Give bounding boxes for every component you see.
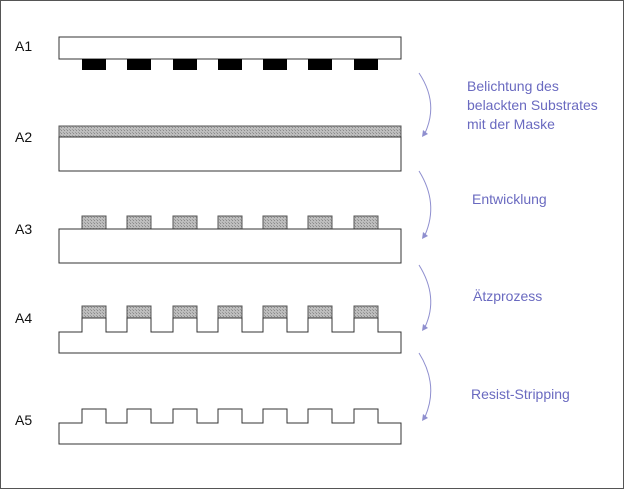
resist-pad: [353, 305, 379, 319]
curved-arrow: [418, 264, 432, 328]
process-label-development: Entwicklung: [472, 191, 547, 207]
resist-pad: [172, 215, 198, 230]
resist-pad: [126, 305, 152, 319]
etched-substrate-profile: [58, 317, 402, 354]
resist-pad: [217, 305, 243, 319]
resist-pad: [262, 215, 288, 230]
step-a5-stripped: [58, 408, 402, 445]
mask-glass-plate: [58, 36, 402, 60]
mask-block: [82, 59, 106, 70]
resist-pad: [307, 215, 333, 230]
resist-pads: [81, 305, 379, 319]
resist-pad: [262, 305, 288, 319]
resist-pads: [81, 215, 379, 230]
process-label-exposure: Belichtung des belackten Substrates mit …: [467, 78, 598, 132]
mask-blocks: [82, 59, 378, 70]
curved-arrow: [418, 170, 432, 236]
substrate: [58, 228, 402, 264]
arrow-head: [422, 130, 428, 137]
mask-block: [308, 59, 332, 70]
step-label-a3: A3: [15, 221, 33, 237]
step-label-a1: A1: [15, 38, 33, 54]
curved-arrow: [418, 72, 432, 134]
resist-pad: [126, 215, 152, 230]
step-label-a5: A5: [15, 412, 33, 428]
arrow-head: [422, 324, 428, 331]
process-label-stripping: Resist-Stripping: [471, 386, 570, 402]
arrow-heads: [422, 130, 428, 421]
step-a1-mask-plate: [58, 36, 402, 70]
resist-pad: [81, 305, 107, 319]
resist-pad: [217, 215, 243, 230]
step-label-a2: A2: [15, 129, 33, 145]
step-a4-etched: [58, 305, 402, 354]
step-a2-coated-substrate: [58, 125, 402, 172]
final-substrate-profile: [58, 408, 402, 445]
step-label-a4: A4: [15, 310, 33, 326]
curved-arrow: [418, 352, 432, 418]
mask-block: [218, 59, 242, 70]
mask-block: [263, 59, 287, 70]
resist-pad: [81, 215, 107, 230]
resist-pad: [353, 215, 379, 230]
mask-block: [127, 59, 151, 70]
step-a3-developed: [58, 215, 402, 264]
mask-block: [354, 59, 378, 70]
arrow-head: [422, 414, 428, 421]
substrate: [58, 136, 402, 172]
resist-pad: [307, 305, 333, 319]
arrow-head: [422, 232, 428, 239]
mask-block: [173, 59, 197, 70]
process-label-etching: Ätzprozess: [473, 288, 543, 304]
resist-layer: [58, 125, 402, 138]
process-arrows: [418, 72, 432, 418]
resist-pad: [172, 305, 198, 319]
